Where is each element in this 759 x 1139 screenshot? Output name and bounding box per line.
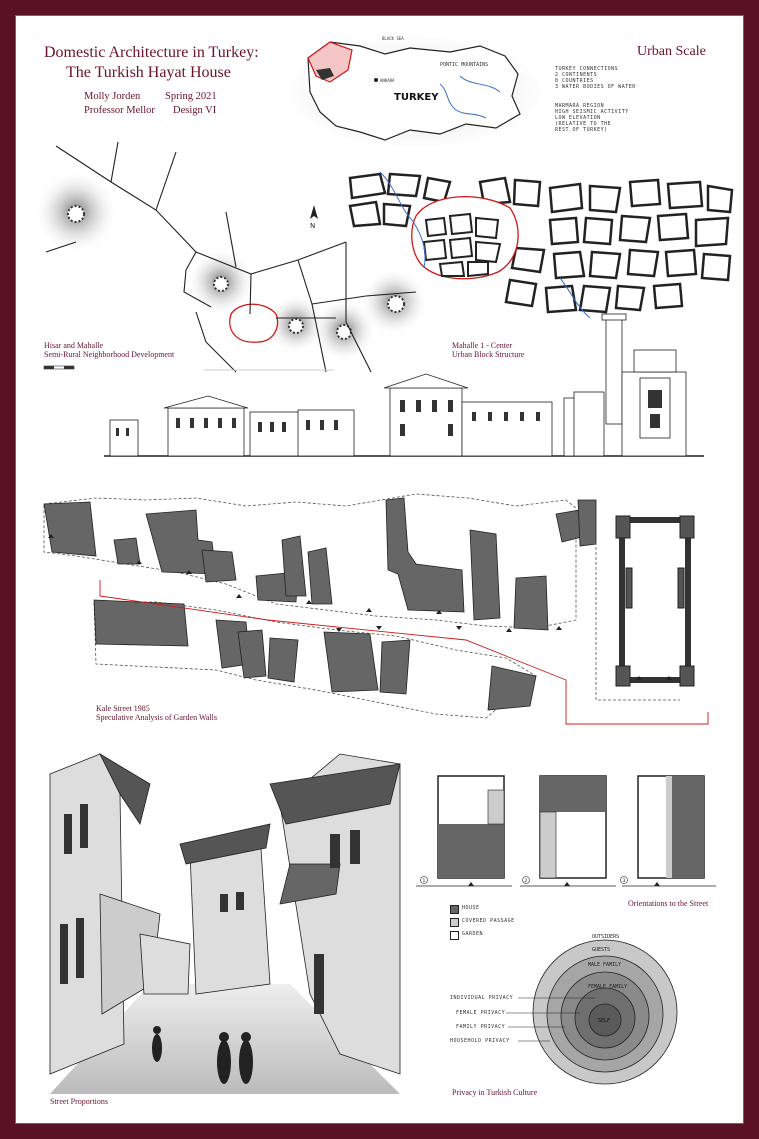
- mahalle-map: [348, 171, 734, 319]
- kale-caption-2: Speculative Analysis of Garden Walls: [96, 713, 217, 722]
- svg-text:ANKARA: ANKARA: [380, 78, 395, 83]
- pontic-label: PONTIC MOUNTAINS: [440, 62, 488, 68]
- turkey-label: TURKEY: [394, 92, 439, 103]
- mahalle-caption-1: Mahalle 1 - Center: [452, 341, 513, 350]
- privacy-diagram: OUTSIDERS GUESTS MALE FAMILY FEMALE FAMI…: [506, 934, 678, 1085]
- svg-text:3: 3: [623, 878, 626, 884]
- privacy-label-female: FEMALE PRIVACY: [456, 1010, 506, 1016]
- hisar-caption-2: Semi-Rural Neighborhood Development: [44, 350, 175, 359]
- course-name: Design VI: [173, 105, 217, 116]
- title-line-1: Domestic Architecture in Turkey:: [44, 44, 259, 61]
- svg-text:MALE FAMILY: MALE FAMILY: [588, 962, 621, 968]
- privacy-label-household: HOUSEHOLD PRIVACY: [450, 1038, 510, 1044]
- ankara-dot: [374, 78, 378, 82]
- black-sea-label: BLACK SEA: [382, 36, 404, 41]
- legend-garden-swatch: [450, 931, 459, 940]
- legend-passage-swatch: [450, 918, 459, 927]
- svg-text:SELF: SELF: [598, 1018, 610, 1024]
- orientations-caption: Orientations to the Street: [628, 899, 709, 908]
- north-arrow-icon: N: [310, 205, 318, 230]
- mahalle-caption-2: Urban Block Structure: [452, 350, 525, 359]
- svg-text:FEMALE FAMILY: FEMALE FAMILY: [588, 984, 627, 990]
- kale-caption-1: Kale Street 1985: [96, 704, 150, 713]
- legend-house-label: HOUSE: [462, 905, 480, 911]
- legend-garden-label: GARDEN: [462, 931, 484, 937]
- hisar-caption-1: Hisar and Mahalle: [44, 341, 104, 350]
- street-caption: Street Proportions: [50, 1097, 108, 1106]
- svg-text:OUTSIDERS: OUTSIDERS: [592, 934, 619, 940]
- map-notes-1: TURKEY CONNECTIONS 2 CONTINENTS 8 COUNTR…: [555, 66, 636, 90]
- author-name: Molly Jorden: [84, 91, 141, 102]
- privacy-label-family: FAMILY PRIVACY: [456, 1024, 506, 1030]
- street-perspective: [49, 752, 401, 1094]
- privacy-caption: Privacy in Turkish Culture: [452, 1088, 538, 1097]
- title-line-2: The Turkish Hayat House: [66, 64, 231, 81]
- orientation-diagrams: 1 2 3: [416, 775, 716, 887]
- turkey-map: ANKARA PONTIC MOUNTAINS BLACK SEA TURKEY: [290, 36, 540, 147]
- svg-text:2: 2: [525, 878, 528, 884]
- kale-street-plan: [43, 493, 709, 725]
- hisar-map: [34, 141, 428, 373]
- hisar-scale-bar: [43, 365, 75, 370]
- svg-text:N: N: [310, 222, 315, 230]
- map-notes-2: MARMARA REGION HIGH SEISMIC ACTIVITY LOW…: [555, 103, 629, 133]
- privacy-label-individual: INDIVIDUAL PRIVACY: [450, 995, 514, 1001]
- professor-name: Professor Mellor: [84, 105, 155, 116]
- legend-passage-label: COVERED PASSAGE: [462, 918, 515, 924]
- term: Spring 2021: [165, 91, 217, 102]
- legend-house-swatch: [450, 905, 459, 914]
- svg-text:1: 1: [423, 878, 426, 884]
- street-elevation: [104, 313, 704, 457]
- poster-inner-border: [15, 15, 744, 1124]
- scale-title: Urban Scale: [637, 44, 706, 59]
- svg-text:GUESTS: GUESTS: [592, 947, 610, 953]
